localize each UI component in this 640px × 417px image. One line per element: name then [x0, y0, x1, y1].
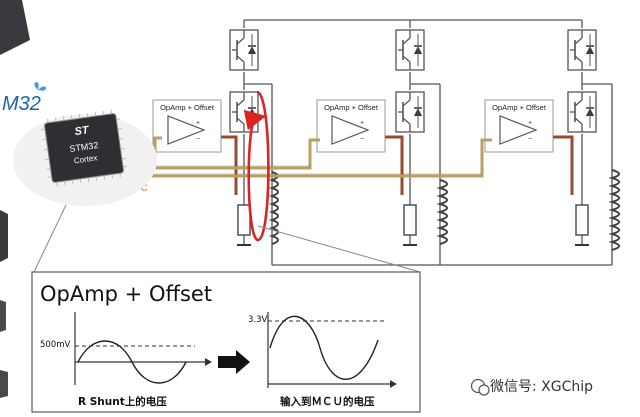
- transform-arrow: [218, 350, 250, 374]
- svg-text:OpAmp + Offset: OpAmp + Offset: [492, 103, 547, 112]
- svg-text:OpAmp + Offset: OpAmp + Offset: [160, 103, 215, 112]
- svg-text:+: +: [196, 120, 200, 127]
- adc-traces-outline: [128, 157, 482, 175]
- inset-panel: [31, 271, 421, 413]
- current-path-arrow: [243, 90, 270, 242]
- watermark: 微信号: XGChip: [490, 379, 594, 395]
- svg-text:OpAmp + Offset: OpAmp + Offset: [324, 103, 379, 112]
- opamp-block-3: OpAmp + Offset + −: [484, 99, 554, 153]
- svg-text:Cortex: Cortex: [73, 153, 98, 165]
- zoom-line-right: [257, 225, 421, 273]
- corner-chip-decoration: [0, 0, 30, 398]
- svg-text:+: +: [360, 120, 364, 127]
- bridge-leg-2: [395, 20, 448, 265]
- left-level-label: 500mV: [40, 340, 71, 350]
- left-caption: R Shunt上的电压: [78, 396, 167, 408]
- wechat-icon: [470, 378, 490, 396]
- st-logo-icon: ST: [74, 124, 91, 138]
- right-level-label: 3.3V: [248, 315, 268, 325]
- opamp-block-2: OpAmp + Offset + −: [316, 99, 386, 153]
- inset-title: OpAmp + Offset: [40, 282, 213, 306]
- svg-text:−: −: [360, 136, 364, 143]
- svg-text:−: −: [528, 136, 532, 143]
- mcu-chip: ST STM32 Cortex: [13, 109, 157, 206]
- zoom-line-left: [33, 204, 67, 273]
- opamp-block-1: OpAmp + Offset + −: [152, 99, 222, 153]
- butterfly-icon: [34, 82, 46, 91]
- svg-text:+: +: [528, 120, 532, 127]
- svg-text:−: −: [196, 136, 200, 143]
- bridge-leg-3: [567, 20, 620, 265]
- corner-brand-text: M32: [2, 93, 41, 115]
- svg-text:STM32: STM32: [69, 140, 99, 154]
- right-caption: 输入到ＭＣＵ的电压: [280, 396, 375, 408]
